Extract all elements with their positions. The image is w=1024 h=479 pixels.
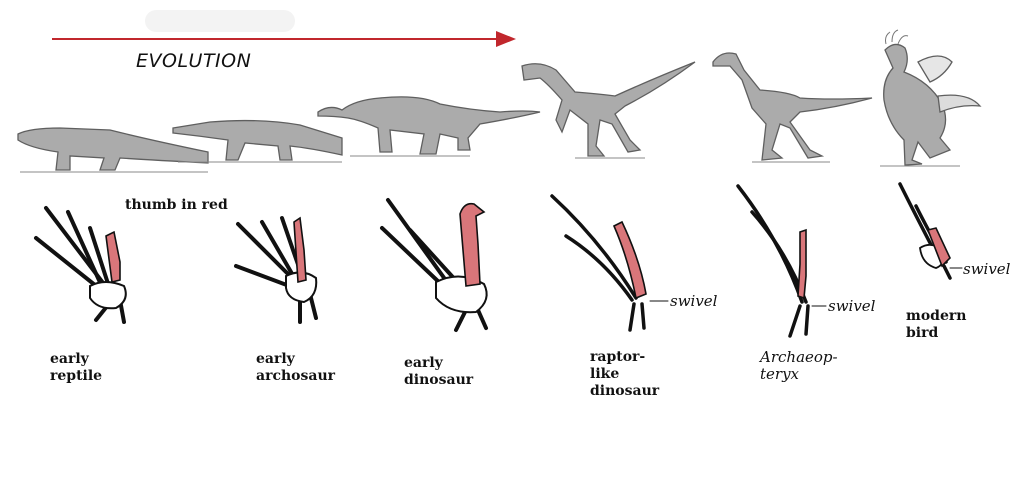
swivel-label-raptor: swivel <box>670 292 718 310</box>
stage-label-archaeopteryx: Archaeop- teryx <box>760 348 838 383</box>
stage-label-modern-bird: modern bird <box>906 308 967 341</box>
animal-raptor-like-dinosaur <box>521 61 696 159</box>
hand-early-dinosaur <box>380 198 488 332</box>
hand-archaeopteryx <box>736 184 827 338</box>
animal-modern-bird <box>880 29 982 167</box>
evolution-title: EVOLUTION <box>136 50 252 72</box>
thumb-archaeopteryx <box>797 228 807 300</box>
hand-modern-bird <box>898 182 963 280</box>
thumb-raptor-like-dinosaur <box>612 220 647 300</box>
stage-label-early-reptile: early reptile <box>50 351 103 384</box>
thumb-modern-bird <box>926 227 951 268</box>
stage-label-raptor-like-dinosaur: raptor- like dinosaur <box>590 349 660 399</box>
animal-early-reptile <box>17 127 209 173</box>
hand-early-reptile <box>34 206 127 324</box>
thumb-note: thumb in red <box>125 197 228 213</box>
animal-archaeopteryx <box>712 52 873 163</box>
swivel-label-modern-bird: swivel <box>963 260 1011 278</box>
thumb-early-reptile <box>105 230 121 283</box>
animal-early-archosaur <box>172 119 343 163</box>
thumb-early-archosaur <box>293 216 307 284</box>
swivel-label-archaeopteryx: swivel <box>828 297 876 315</box>
hand-raptor-like-dinosaur <box>550 194 669 332</box>
background-smudge <box>145 10 295 32</box>
animal-early-dinosaur <box>317 96 541 157</box>
thumb-early-dinosaur <box>459 202 486 287</box>
stage-label-early-dinosaur: early dinosaur <box>404 355 474 388</box>
stage-label-early-archosaur: early archosaur <box>256 351 335 384</box>
bird-crest <box>885 29 909 45</box>
hand-early-archosaur <box>234 216 318 324</box>
